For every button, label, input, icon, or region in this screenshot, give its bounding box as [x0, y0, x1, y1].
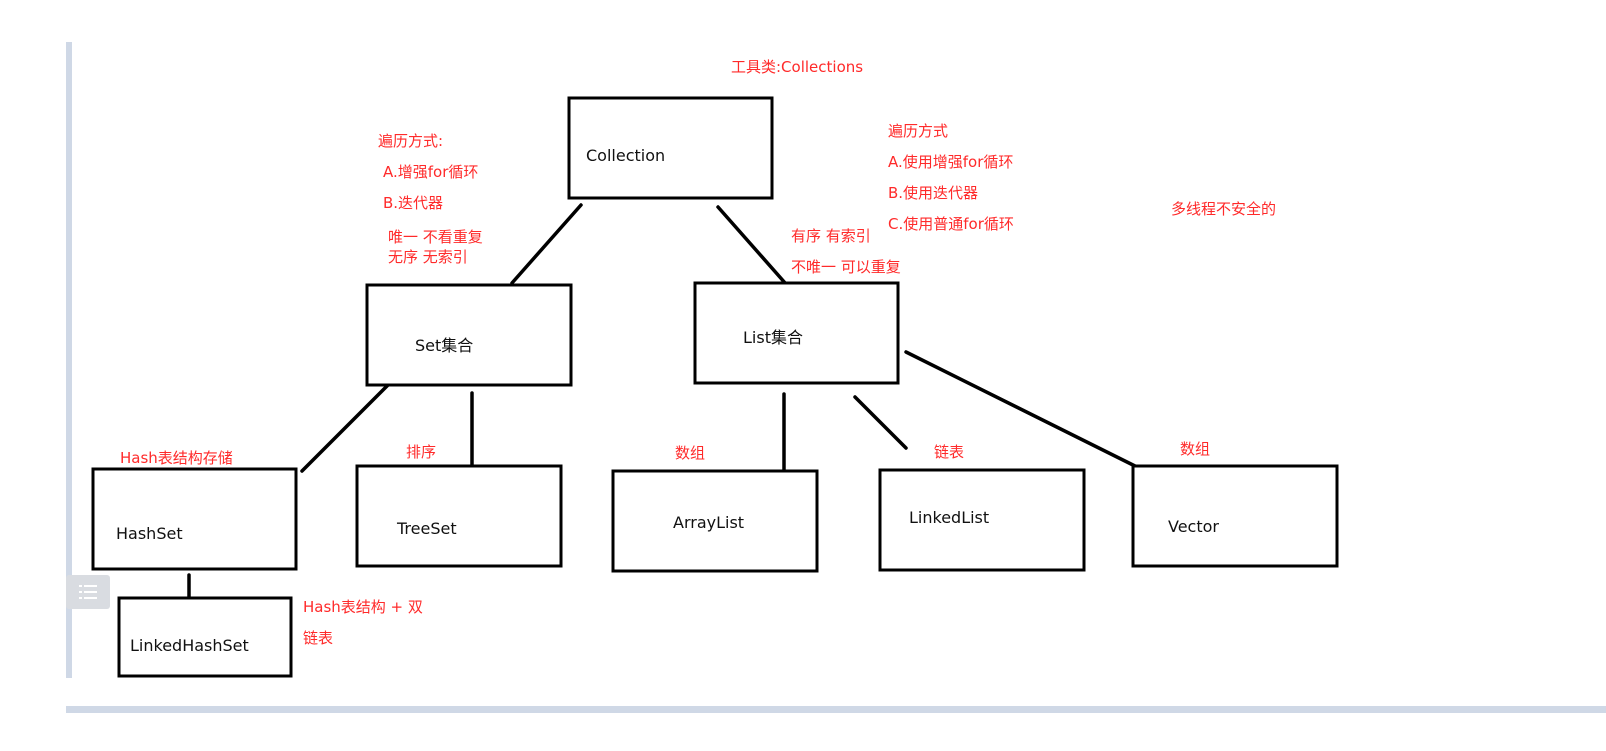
note-list-traversal-c: C.使用普通for循环 — [888, 215, 1014, 233]
node-linkedhashset-label: LinkedHashSet — [130, 636, 249, 655]
note-list-traversal-title: 遍历方式 — [888, 122, 948, 140]
note-vector: 数组 — [1180, 440, 1210, 458]
edge-list-linkedlist — [853, 395, 908, 450]
node-treeset: TreeSet — [355, 464, 563, 568]
note-linkedlist: 链表 — [934, 443, 964, 461]
node-list: List集合 — [693, 281, 900, 385]
note-utility-class: 工具类:Collections — [731, 58, 863, 76]
node-set-label: Set集合 — [415, 336, 473, 355]
edge-collection-list — [716, 205, 788, 286]
note-set-traversal-b: B.迭代器 — [383, 194, 443, 212]
note-hashset: Hash表结构存储 — [120, 449, 233, 467]
node-collection-label: Collection — [586, 146, 665, 165]
node-arraylist-label: ArrayList — [673, 513, 744, 532]
quote-left-bar — [66, 42, 72, 678]
note-set-traversal-title: 遍历方式: — [378, 132, 443, 150]
note-treeset: 排序 — [406, 443, 436, 461]
note-set-trait-2: 无序 无索引 — [388, 248, 468, 266]
node-vector-label: Vector — [1168, 517, 1219, 536]
node-hashset: HashSet — [91, 467, 298, 571]
note-list-trait-2: 不唯一 可以重复 — [791, 258, 901, 276]
node-collection: Collection — [567, 96, 774, 200]
bottom-divider — [66, 706, 1606, 713]
node-arraylist: ArrayList — [611, 469, 819, 573]
node-list-label: List集合 — [743, 328, 803, 347]
note-linkedhashset-1: Hash表结构 + 双 — [303, 598, 423, 616]
node-linkedlist-label: LinkedList — [909, 508, 989, 527]
note-thread-unsafe: 多线程不安全的 — [1171, 200, 1276, 218]
note-set-trait-1: 唯一 不看重复 — [388, 228, 483, 246]
edge-collection-set — [510, 203, 583, 285]
node-treeset-label: TreeSet — [396, 519, 457, 538]
note-list-trait-1: 有序 有索引 — [791, 227, 871, 245]
node-set: Set集合 — [365, 283, 573, 387]
toc-button[interactable] — [66, 575, 110, 609]
note-linkedhashset-2: 链表 — [303, 629, 333, 647]
edge-list-vector — [904, 350, 1137, 468]
note-arraylist: 数组 — [675, 444, 705, 462]
edge-set-hashset — [300, 383, 390, 473]
note-list-traversal-a: A.使用增强for循环 — [888, 153, 1013, 171]
list-toc-icon — [79, 585, 97, 599]
node-hashset-label: HashSet — [116, 524, 183, 543]
note-list-traversal-b: B.使用迭代器 — [888, 184, 978, 202]
node-linkedlist: LinkedList — [878, 468, 1086, 572]
node-linkedhashset: LinkedHashSet — [117, 596, 293, 678]
note-set-traversal-a: A.增强for循环 — [383, 163, 478, 181]
node-vector: Vector — [1131, 464, 1339, 568]
